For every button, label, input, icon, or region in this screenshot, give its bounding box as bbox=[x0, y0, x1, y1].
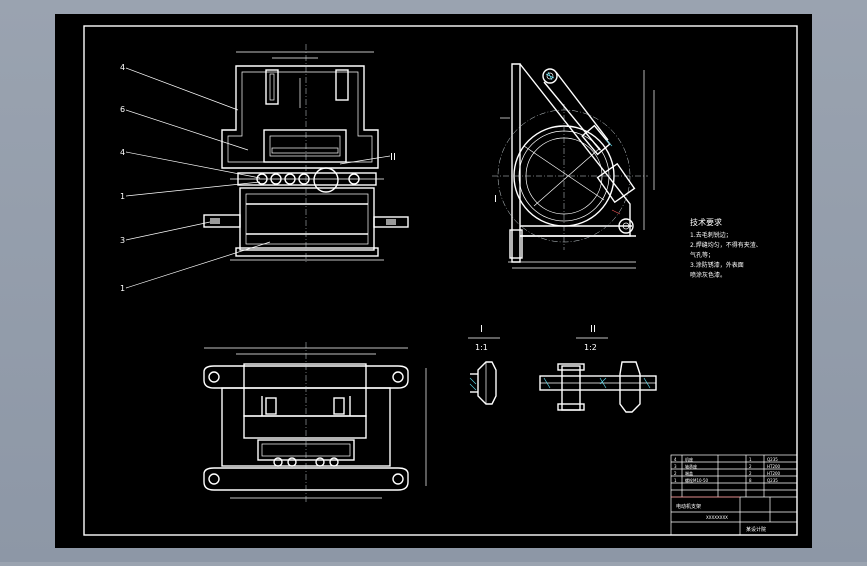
parts-row-1-mat: Q235 bbox=[767, 457, 778, 462]
parts-row-2-mat: HT200 bbox=[767, 464, 781, 469]
notes-line-3: 气孔等； bbox=[690, 251, 714, 259]
leader-label-6: 1 bbox=[120, 284, 125, 293]
parts-row-4-name: 螺栓M10-50 bbox=[685, 477, 709, 483]
parts-row-3-qty: 2 bbox=[749, 471, 752, 476]
top-view bbox=[203, 342, 427, 502]
front-view bbox=[125, 44, 409, 289]
parts-row-4-mat: Q235 bbox=[767, 478, 778, 483]
company-name: 某设计院 bbox=[746, 526, 766, 533]
parts-row-4-qty: 8 bbox=[749, 478, 752, 483]
section-marker-ii: II bbox=[390, 152, 396, 163]
leader-label-1: 4 bbox=[120, 63, 125, 72]
notes-line-1: 1.去毛刺锐边； bbox=[690, 231, 732, 239]
parts-row-4-no: 1 bbox=[674, 478, 677, 483]
parts-row-2-qty: 2 bbox=[749, 464, 752, 469]
parts-row-1-no: 4 bbox=[674, 457, 677, 462]
detail-two-scale: 1:2 bbox=[584, 343, 597, 352]
notes-heading: 技术要求 bbox=[690, 217, 722, 227]
parts-row-3-name: 端盖 bbox=[685, 470, 693, 476]
detail-one-scale: 1:1 bbox=[475, 343, 488, 352]
notes-line-5: 喷涂灰色漆。 bbox=[690, 271, 726, 279]
leader-label-3: 4 bbox=[120, 148, 125, 157]
notes-line-4: 3.涂防锈漆，外表面 bbox=[690, 261, 744, 269]
parts-row-2-name: 轴承座 bbox=[685, 463, 697, 469]
parts-row-3-mat: HT200 bbox=[767, 471, 781, 476]
parts-row-3-no: 2 bbox=[674, 471, 677, 476]
technical-notes: 技术要求 1.去毛刺锐边； 2.焊缝均匀，不得有夹渣、 气孔等； 3.涂防锈漆，… bbox=[690, 217, 762, 279]
parts-row-1-name: 机座 bbox=[685, 456, 693, 462]
drawing-code: XXXXXXXX bbox=[706, 515, 728, 520]
leader-label-2: 6 bbox=[120, 105, 125, 114]
detail-two-roman: II bbox=[590, 324, 596, 335]
notes-line-2: 2.焊缝均匀，不得有夹渣、 bbox=[690, 241, 762, 249]
detail-one-roman: I bbox=[480, 324, 483, 335]
parts-row-1-qty: 1 bbox=[749, 457, 752, 462]
drawing-title: 电动机支架 bbox=[676, 503, 701, 510]
inner-frame bbox=[83, 25, 798, 536]
parts-row-2-no: 3 bbox=[674, 464, 677, 469]
title-block: 4 机座 1 Q235 3 轴承座 2 HT200 2 端盖 2 HT200 1… bbox=[670, 454, 798, 536]
leader-label-4: 1 bbox=[120, 192, 125, 201]
section-marker-i: I bbox=[494, 194, 497, 205]
drawing-sheet bbox=[55, 14, 812, 548]
leader-label-5: 3 bbox=[120, 236, 125, 245]
side-view bbox=[492, 63, 655, 269]
detail-views: I 1:1 II 1:2 bbox=[468, 324, 657, 413]
